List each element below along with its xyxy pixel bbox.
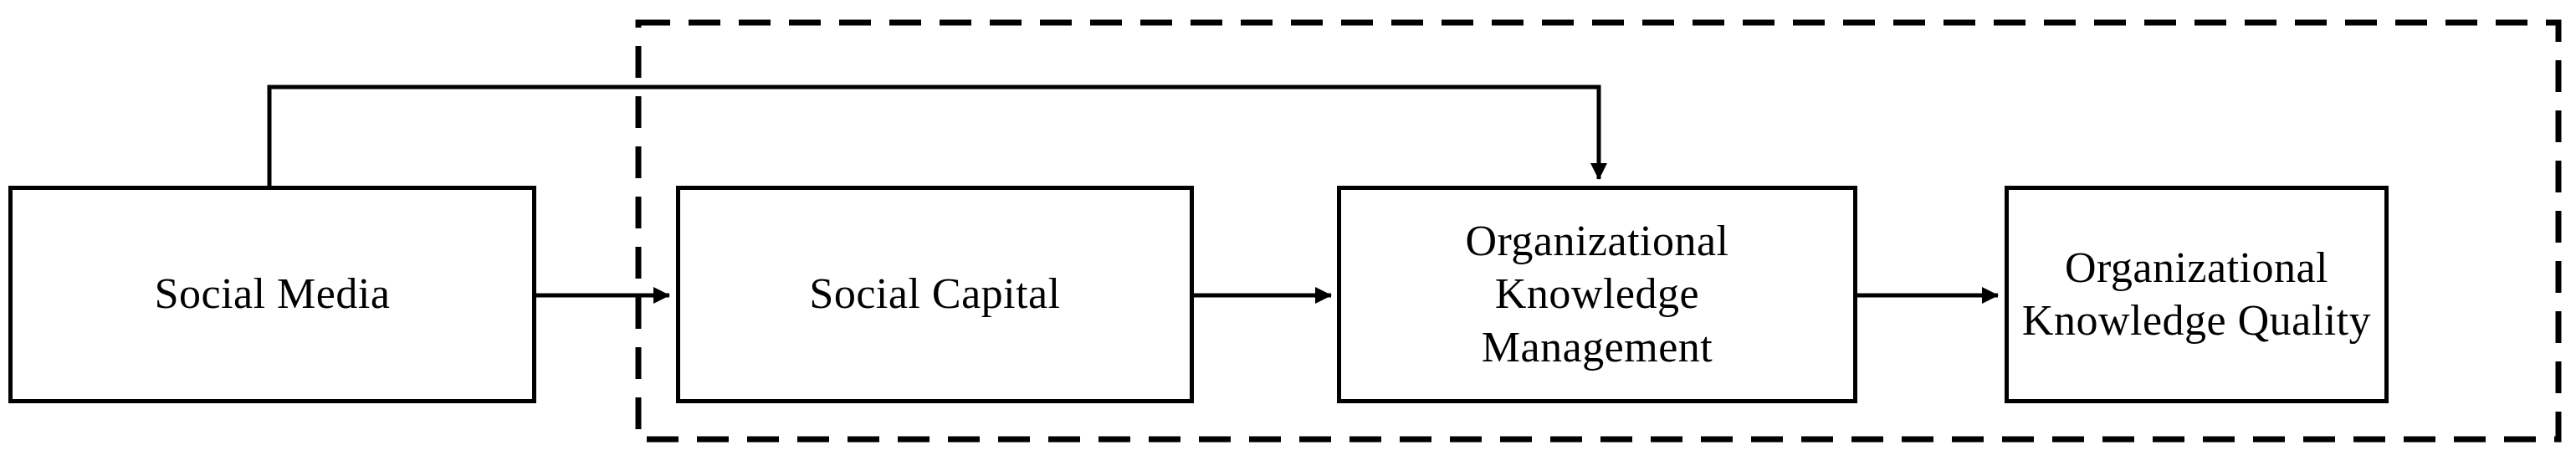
node-social-capital-label: Social Capital <box>809 270 1061 319</box>
node-social-capital[interactable]: Social Capital <box>676 186 1194 403</box>
node-social-media-label: Social Media <box>154 270 391 319</box>
node-organizational-knowledge-quality-label: Organizational Knowledge Quality <box>2021 243 2372 345</box>
node-organizational-knowledge-quality[interactable]: Organizational Knowledge Quality <box>2005 186 2389 403</box>
edge-social-media-direct-to-knowledge-management <box>267 84 1607 186</box>
node-social-media[interactable]: Social Media <box>8 186 536 403</box>
mediation-boundary-dashed-rect <box>635 19 2562 443</box>
node-organizational-knowledge-management-label: Organizational Knowledge Management <box>1465 217 1729 371</box>
node-organizational-knowledge-management[interactable]: Organizational Knowledge Management <box>1337 186 1857 403</box>
